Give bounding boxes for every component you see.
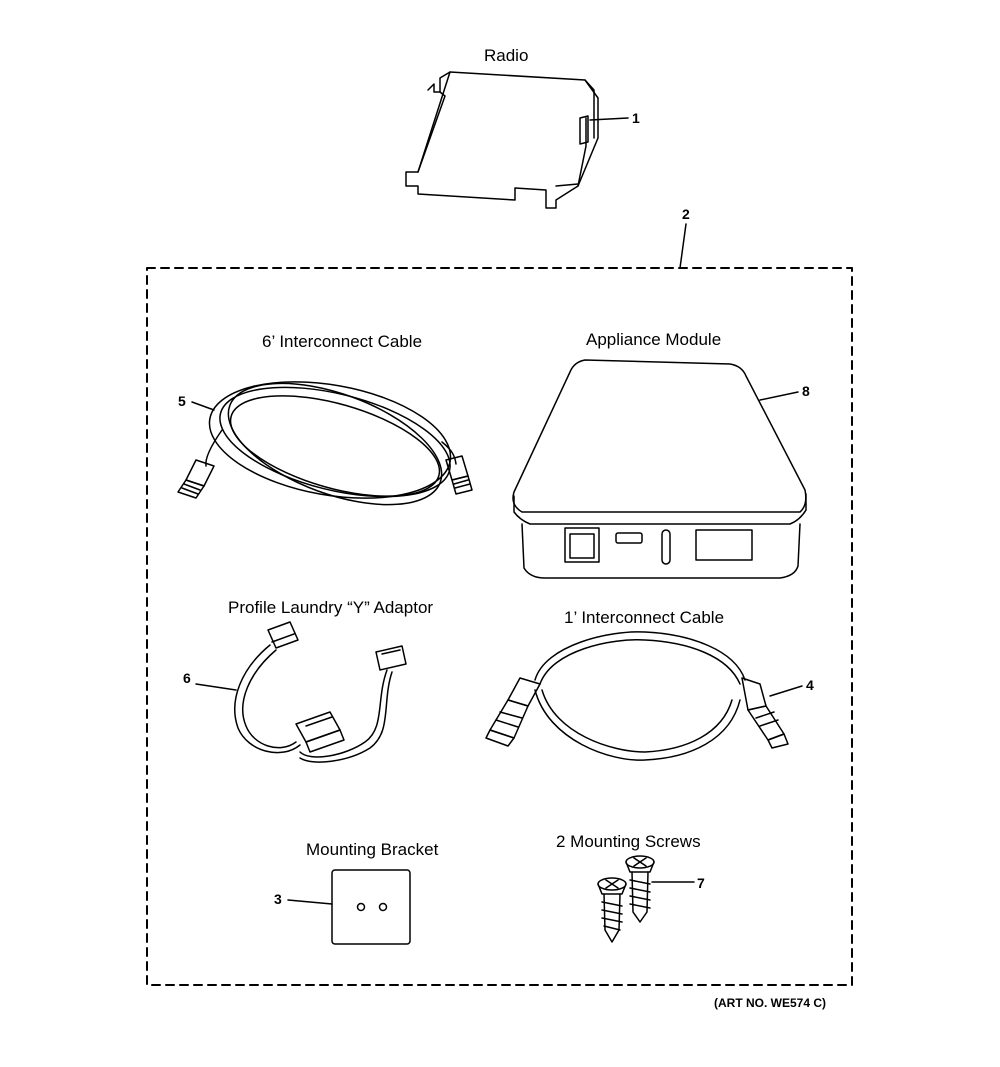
callout-2: 2 xyxy=(682,206,690,222)
radio-part xyxy=(405,71,599,209)
label-mounting-bracket: Mounting Bracket xyxy=(306,840,439,859)
leader-1 xyxy=(589,117,629,121)
y-adaptor-part xyxy=(234,621,407,763)
label-y-adaptor: Profile Laundry “Y” Adaptor xyxy=(228,598,434,617)
leader-2 xyxy=(679,223,687,269)
label-mounting-screws: 2 Mounting Screws xyxy=(556,832,701,851)
mounting-screws-part xyxy=(597,855,655,943)
callout-8: 8 xyxy=(802,383,810,399)
label-1ft-cable: 1’ Interconnect Cable xyxy=(564,608,725,627)
callout-7: 7 xyxy=(697,875,705,891)
leader-6 xyxy=(195,683,237,691)
callout-6: 6 xyxy=(183,670,191,686)
callout-3: 3 xyxy=(274,891,282,907)
callout-4: 4 xyxy=(806,677,814,693)
mounting-bracket-part xyxy=(331,869,411,945)
leader-3 xyxy=(287,899,333,905)
callout-1: 1 xyxy=(632,110,640,126)
label-radio: Radio xyxy=(484,46,529,65)
leader-8 xyxy=(759,391,799,401)
appliance-module-part xyxy=(512,359,807,579)
art-number: (ART NO. WE574 C) xyxy=(714,996,827,1010)
leader-4 xyxy=(769,685,803,697)
cable-6ft-part xyxy=(177,381,473,506)
label-6ft-cable: 6’ Interconnect Cable xyxy=(262,332,423,351)
cable-1ft-part xyxy=(485,631,789,761)
callout-5: 5 xyxy=(178,393,186,409)
kit-boundary xyxy=(146,267,853,986)
leader-5 xyxy=(191,401,215,411)
label-appliance-module: Appliance Module xyxy=(586,330,722,349)
